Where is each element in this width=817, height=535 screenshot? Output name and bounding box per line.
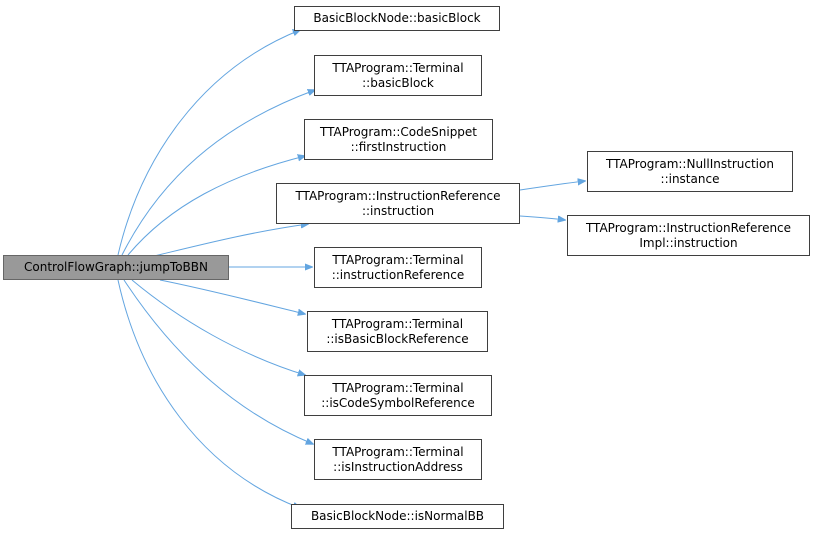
node-label-line2: ::basicBlock (362, 75, 434, 90)
node-label-line1: TTAProgram::Terminal (332, 380, 464, 395)
node-label-line2: ::isInstructionAddress (333, 459, 463, 474)
node-terminal-isbasicblockreference[interactable]: TTAProgram::Terminal ::isBasicBlockRefer… (307, 311, 488, 352)
node-instructionreference-instruction[interactable]: TTAProgram::InstructionReference ::instr… (276, 183, 520, 224)
node-label-line1: TTAProgram::InstructionReference (295, 188, 501, 203)
edge-to-terminal-isinstructionaddress (123, 279, 313, 444)
node-label-line1: TTAProgram::NullInstruction (606, 156, 774, 171)
node-label-line2: ::instructionReference (331, 267, 465, 282)
node-codesnippet-firstinstruction[interactable]: TTAProgram::CodeSnippet ::firstInstructi… (304, 119, 493, 160)
node-terminal-instructionreference[interactable]: TTAProgram::Terminal ::instructionRefere… (314, 247, 482, 288)
node-label-line1: TTAProgram::CodeSnippet (319, 124, 478, 139)
node-label-line1: TTAProgram::Terminal (332, 252, 464, 267)
edge-to-nullinstruction-instance (519, 181, 585, 191)
edge-to-codesnippet-firstinstruction (127, 156, 305, 256)
edge-to-terminal-isbasicblockreference (159, 279, 305, 314)
node-nullinstruction-instance[interactable]: TTAProgram::NullInstruction ::instance (587, 151, 793, 192)
node-label-line1: TTAProgram::InstructionReference (585, 220, 792, 235)
node-label-line2: ::firstInstruction (350, 139, 447, 154)
node-label-line2: ::isCodeSymbolReference (321, 395, 475, 410)
edge-to-instructionreferenceimpl-instruction (519, 216, 565, 220)
edge-to-basicblocknode-isnormalbb (117, 279, 300, 508)
node-label-line2: ::instruction (361, 203, 435, 218)
root-node-label: ControlFlowGraph::jumpToBBN (24, 260, 208, 274)
node-instructionreferenceimpl-instruction[interactable]: TTAProgram::InstructionReference Impl::i… (567, 215, 810, 256)
node-label-line1: TTAProgram::Terminal (332, 444, 464, 459)
node-label-line2: Impl::instruction (639, 235, 738, 250)
node-terminal-iscodesymbolreference[interactable]: TTAProgram::Terminal ::isCodeSymbolRefer… (304, 375, 492, 416)
edge-to-basicblocknode-basicblock (117, 30, 300, 256)
node-label-line1: TTAProgram::Terminal (331, 316, 464, 331)
node-basicblocknode-isnormalbb[interactable]: BasicBlockNode::isNormalBB (291, 504, 504, 529)
node-label-line2: ::isBasicBlockReference (326, 331, 469, 346)
root-node: ControlFlowGraph::jumpToBBN (3, 255, 229, 280)
node-terminal-basicblock[interactable]: TTAProgram::Terminal ::basicBlock (314, 55, 482, 96)
node-label-line1: BasicBlockNode::isNormalBB (310, 509, 485, 523)
node-terminal-isinstructionaddress[interactable]: TTAProgram::Terminal ::isInstructionAddr… (314, 439, 482, 480)
node-basicblocknode-basicblock[interactable]: BasicBlockNode::basicBlock (294, 6, 500, 31)
edge-to-terminal-iscodesymbolreference (131, 279, 305, 375)
edge-to-terminal-basicblock (121, 90, 315, 256)
node-label-line2: ::instance (660, 171, 720, 186)
edge-to-instructionreference-instruction (149, 224, 308, 258)
node-label-line1: TTAProgram::Terminal (332, 60, 464, 75)
node-label-line1: BasicBlockNode::basicBlock (313, 11, 481, 25)
